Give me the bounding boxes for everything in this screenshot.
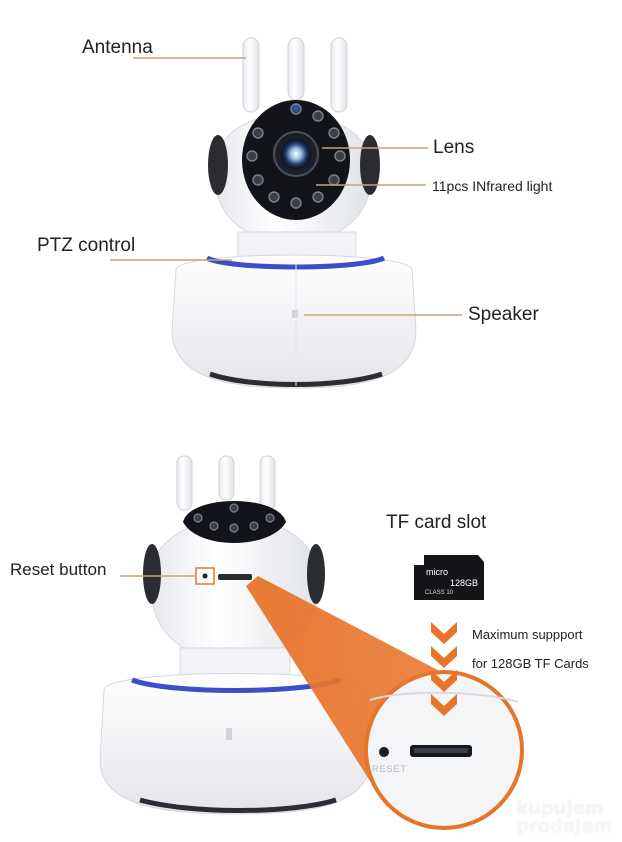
sd-card-capacity: 128GB xyxy=(450,578,479,588)
tf-slot-zoom-circle xyxy=(364,670,524,830)
down-chevrons xyxy=(431,622,457,716)
label-ptz-control: PTZ control xyxy=(37,235,136,256)
label-max-support-line2: for 128GB TF Cards xyxy=(472,656,589,671)
label-infrared: 11pcs INfrared light xyxy=(432,178,553,194)
label-lens: Lens xyxy=(433,137,475,158)
sd-card-class: CLASS 10 xyxy=(425,590,454,596)
sd-card-brand: micro xyxy=(426,567,448,577)
label-speaker: Speaker xyxy=(468,304,539,325)
label-tf-card-slot: TF card slot xyxy=(386,512,487,533)
label-antenna: Antenna xyxy=(82,37,153,58)
antenna-graphic xyxy=(242,37,348,113)
watermark-line1: kupujem xyxy=(516,798,604,819)
label-reset-button: Reset button xyxy=(10,560,107,579)
label-max-support-line1: Maximum suppport xyxy=(472,627,583,642)
leader-lines-top xyxy=(110,57,462,316)
camera-rear-view xyxy=(99,455,371,815)
watermark-line2: prodajem xyxy=(516,816,613,837)
camera-front-view xyxy=(171,37,417,389)
zoom-reset-text: RESET xyxy=(372,764,408,774)
micro-sd-card xyxy=(414,555,484,600)
